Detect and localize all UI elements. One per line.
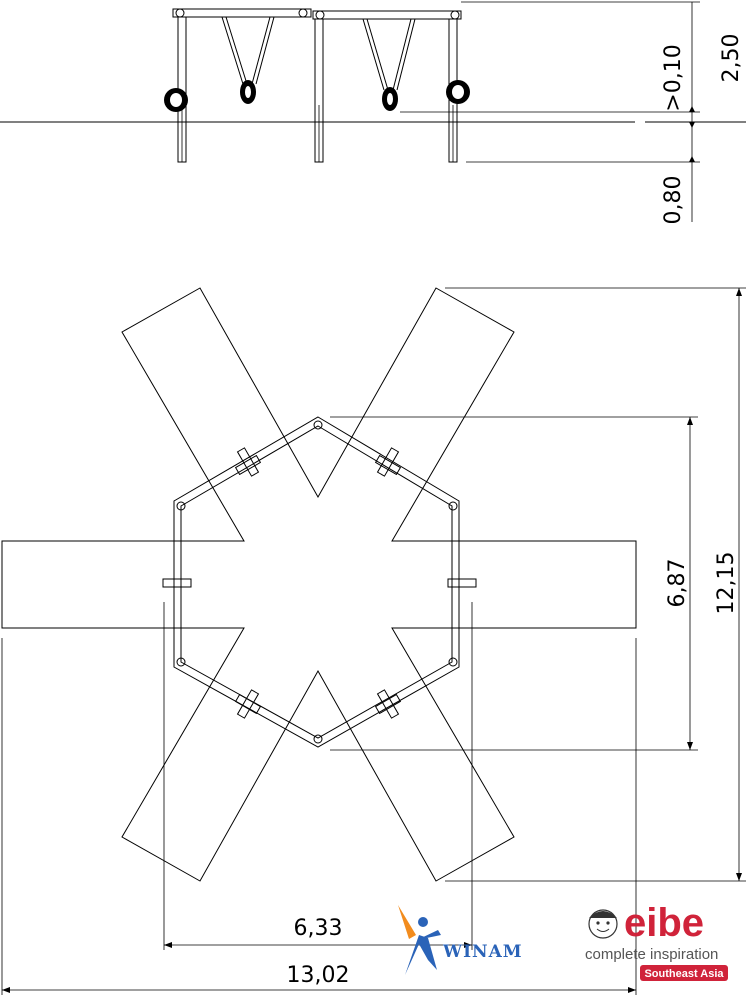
- elevation-view: 2,50 >0,10 0,80: [0, 1, 746, 225]
- seats: [162, 447, 477, 719]
- safety-zone-outline: [1, 287, 637, 882]
- eibe-tagline: complete inspiration: [585, 946, 718, 963]
- top-beam-right: [312, 10, 462, 20]
- top-beam-left: [172, 8, 312, 18]
- eibe-region-badge: [640, 965, 728, 981]
- posts: [177, 16, 458, 163]
- smiley-face-icon: [588, 909, 618, 939]
- eibe-logo: eibe complete inspiration Southeast Asia: [585, 901, 728, 981]
- dim-foundation-depth: 0,80: [661, 176, 686, 225]
- dim-overall-width: 13,02: [287, 963, 350, 988]
- dim-total-height: 2,50: [719, 34, 744, 83]
- winam-logo: WINAM: [398, 905, 523, 975]
- dim-inner-width: 6,87: [665, 559, 690, 608]
- eibe-wordmark: eibe: [624, 901, 704, 945]
- tyre-seats: [164, 80, 470, 112]
- swing-chains: [221, 16, 416, 91]
- plan-view: 6,87 12,15 6,33 13,02: [1, 287, 746, 995]
- frame-joints: [176, 420, 458, 744]
- dim-overall-depth: 12,15: [714, 552, 739, 615]
- dim-ground-clearance: >0,10: [661, 44, 686, 111]
- dim-frame-span: 6,33: [294, 916, 343, 941]
- winam-figure-icon: [398, 905, 441, 975]
- hexagon-frame: [173, 416, 460, 748]
- winam-wordmark: WINAM: [442, 942, 523, 962]
- eibe-region-label: Southeast Asia: [644, 968, 724, 980]
